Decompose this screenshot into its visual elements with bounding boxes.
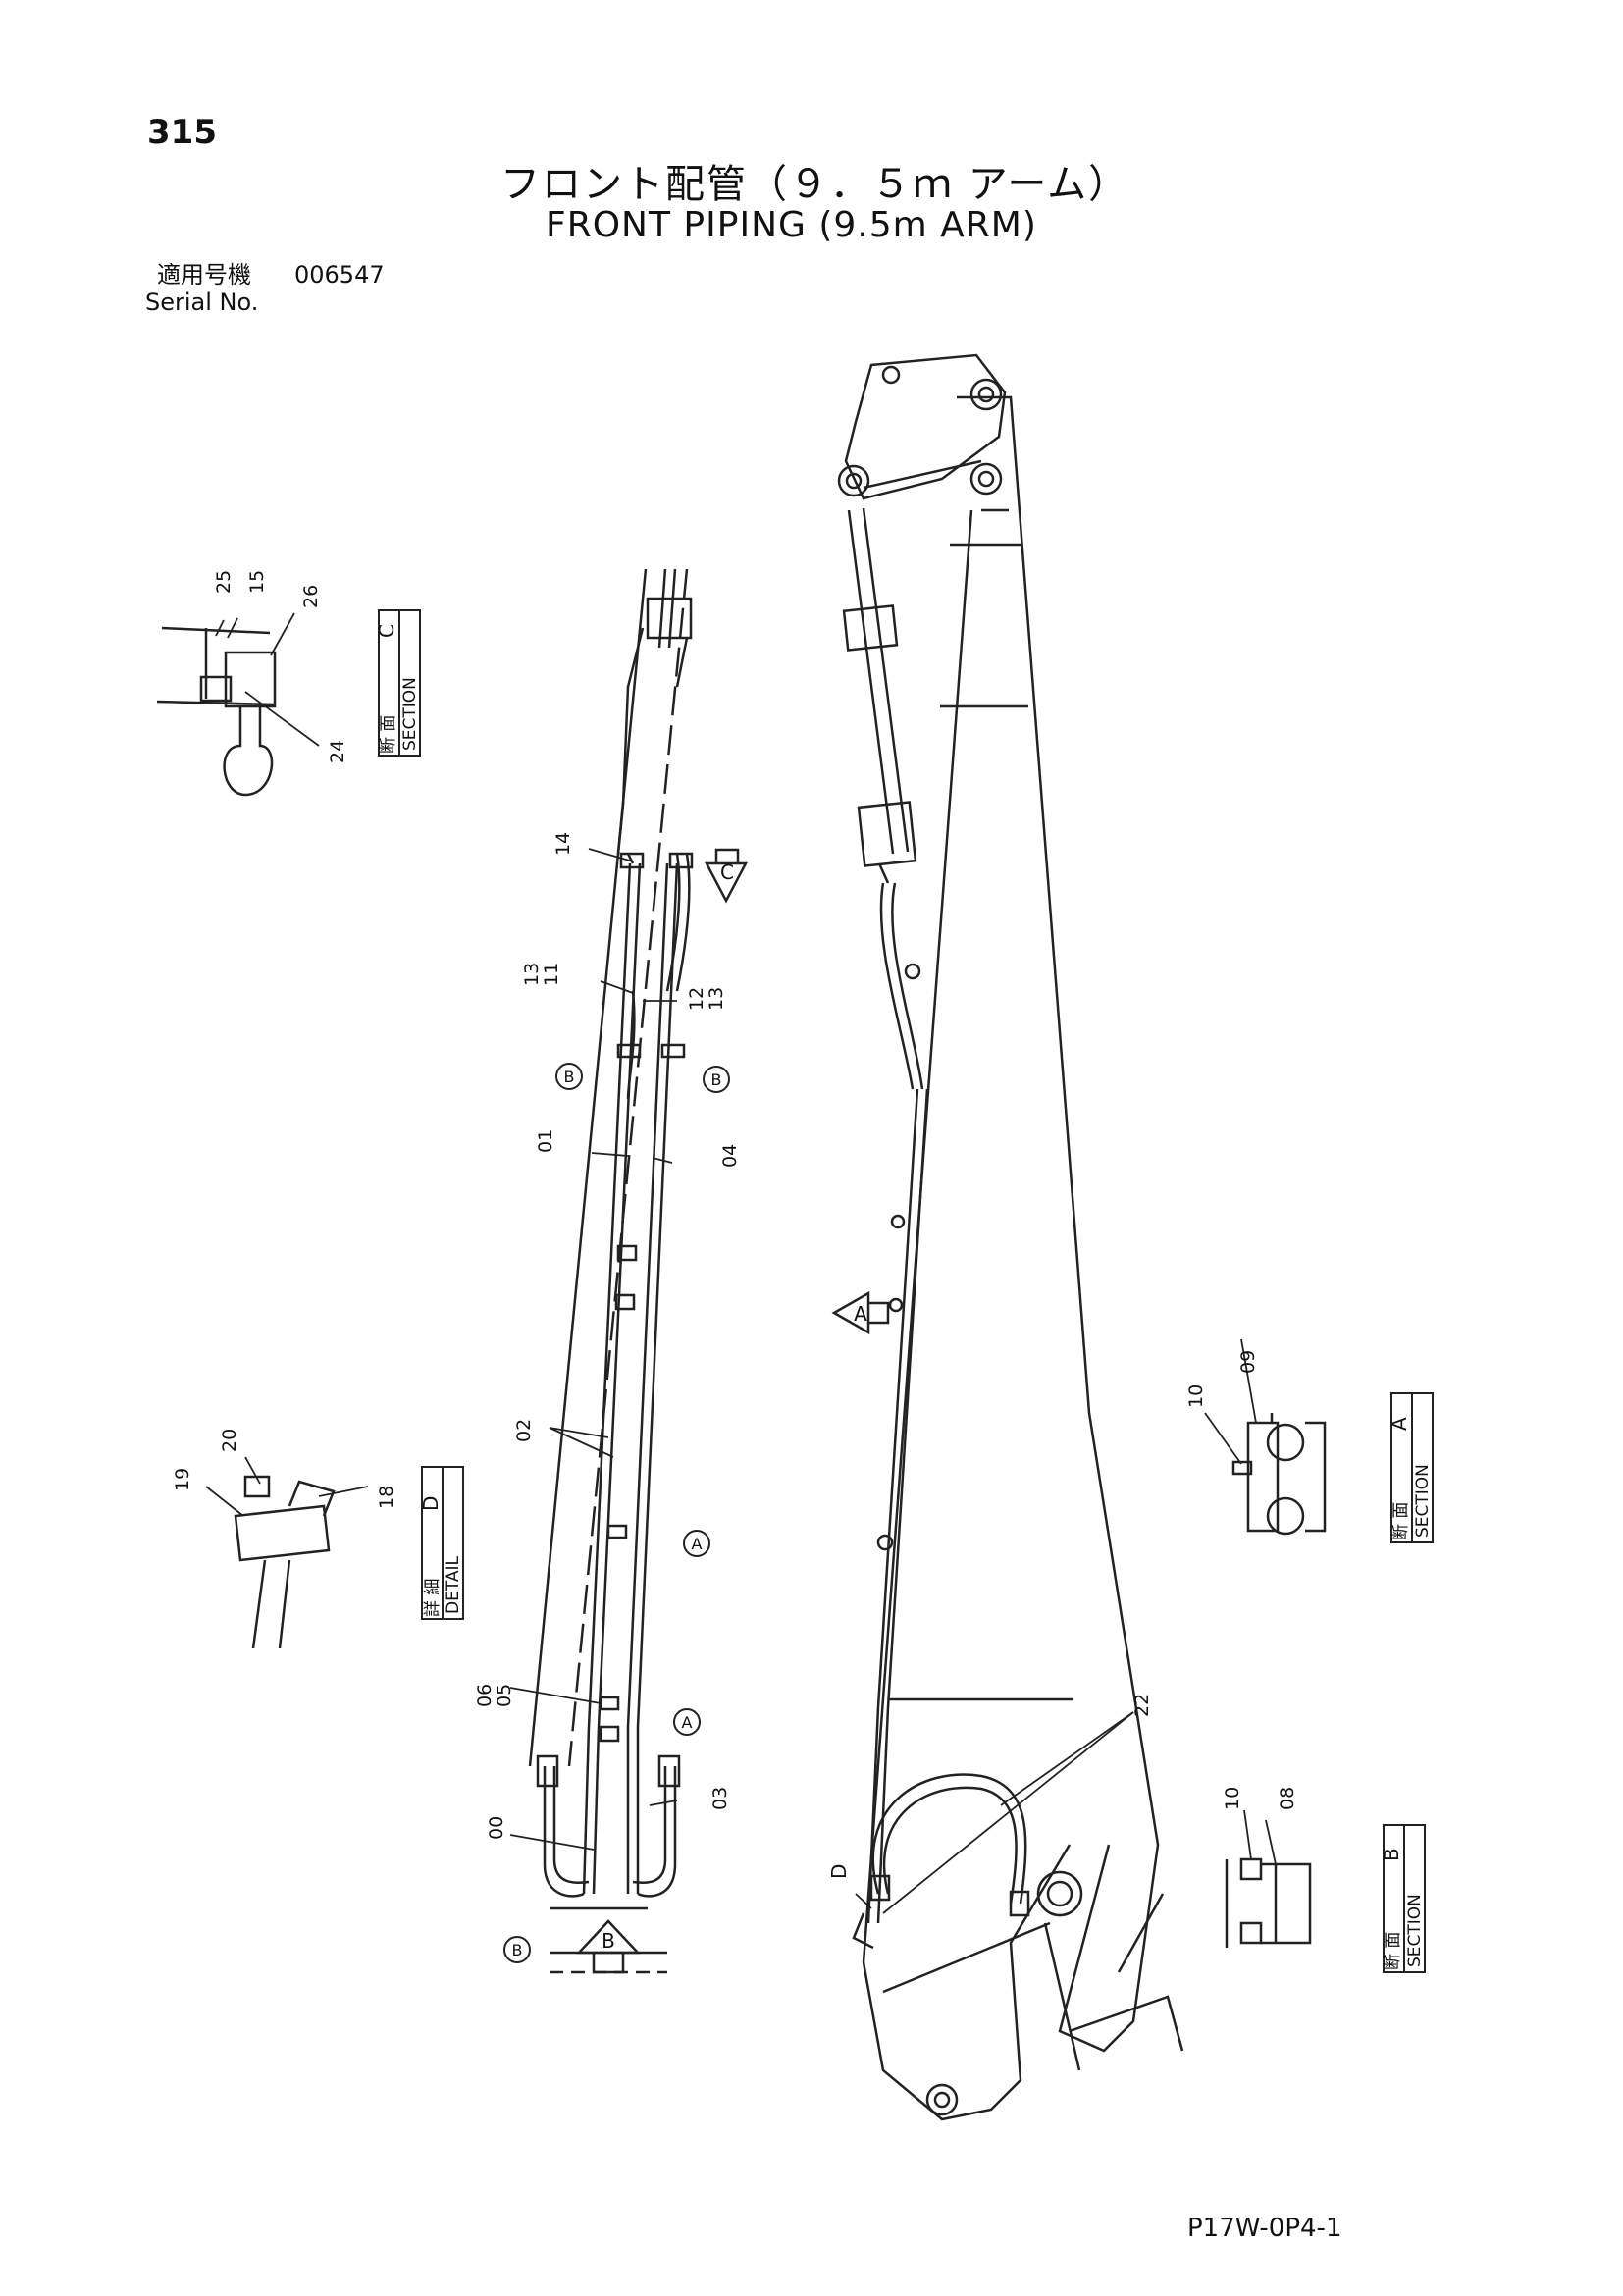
callout-18: 18 (376, 1486, 397, 1509)
callout-15: 15 (246, 570, 268, 594)
view-arrow-c-label: C (720, 861, 734, 884)
arm-foot-pin (1036, 1870, 1083, 1917)
view-arrow-b-label: B (602, 1929, 615, 1953)
ref-marker-b-upper-right-label: B (711, 1070, 722, 1089)
section-a-box-letter: A (1387, 1417, 1411, 1431)
view-arrow-a (831, 1290, 890, 1335)
detail-d-box-letter: D (419, 1496, 443, 1511)
section-b-box-en: SECTION (1405, 1894, 1425, 1967)
detail-d-box-en: DETAIL (444, 1555, 463, 1614)
page-title-japanese: フロント配管（９．５ｍ アーム） (500, 162, 1130, 207)
arm-bottom-pin (925, 2083, 959, 2116)
callout-04: 04 (719, 1144, 741, 1168)
section-c-box-en: SECTION (400, 677, 420, 751)
view-arrow-c (704, 848, 749, 904)
ref-marker-b-upper-left (555, 1063, 583, 1090)
callout-13-lower: 13 (706, 987, 727, 1011)
callout-06: 06 (474, 1684, 496, 1707)
callout-26: 26 (300, 585, 322, 608)
arm-body (837, 353, 1184, 2121)
hose-loop-22 (871, 1773, 1027, 1905)
ref-marker-a-middle-label: A (692, 1535, 703, 1553)
callout-13-upper: 13 (521, 963, 543, 986)
arm-link-pin-left (837, 464, 870, 497)
callout-view-d: D (827, 1864, 851, 1879)
section-b-box-letter: B (1380, 1848, 1403, 1861)
callout-14: 14 (552, 832, 574, 856)
ref-marker-b-lower (503, 1936, 531, 1963)
callout-24: 24 (327, 740, 348, 763)
callout-10-section-a: 10 (1185, 1384, 1207, 1408)
view-arrow-a-label: A (854, 1302, 867, 1326)
callout-03: 03 (709, 1787, 731, 1810)
serial-number-value: 006547 (294, 261, 385, 288)
ref-marker-b-upper-left-label: B (564, 1068, 575, 1086)
section-c-view (156, 626, 277, 797)
page-number: 315 (147, 113, 217, 152)
view-arrow-b (576, 1919, 641, 1974)
page-title-english: FRONT PIPING (9.5m ARM) (546, 205, 1037, 245)
callout-00: 00 (486, 1816, 507, 1840)
arm-top-pin (969, 378, 1003, 411)
section-a-box-en: SECTION (1413, 1464, 1433, 1538)
section-a-view (1231, 1413, 1327, 1536)
detail-d-view (234, 1475, 336, 1649)
callout-12: 12 (686, 987, 707, 1011)
callout-01: 01 (535, 1129, 556, 1153)
serial-label-english: Serial No. (145, 288, 259, 316)
serial-label-japanese: 適用号機 (157, 261, 251, 288)
section-b-box-jp: 断 面 (1384, 1932, 1403, 1970)
callout-25: 25 (213, 570, 235, 594)
callout-10-section-b: 10 (1222, 1787, 1243, 1810)
section-b-view (1225, 1857, 1312, 1948)
ref-marker-a-lower-label: A (682, 1713, 693, 1732)
section-c-box-letter: C (375, 624, 398, 638)
section-a-box-jp: 断 面 (1391, 1502, 1411, 1540)
arm-link-pin-right (969, 462, 1003, 496)
ref-marker-a-middle (683, 1530, 710, 1557)
callout-11: 11 (541, 963, 562, 986)
pipe-run (528, 568, 694, 1974)
callout-05: 05 (494, 1684, 515, 1707)
callout-08: 08 (1277, 1787, 1298, 1810)
callout-22: 22 (1131, 1694, 1153, 1717)
drawing-code: P17W-0P4-1 (1187, 2214, 1342, 2243)
detail-d-box-jp: 詳 細 (423, 1579, 443, 1617)
arm-cylinder (842, 507, 917, 884)
callout-02: 02 (513, 1419, 535, 1442)
ref-marker-b-lower-label: B (512, 1941, 523, 1959)
callout-19: 19 (172, 1468, 193, 1491)
section-c-box-jp: 断 面 (379, 715, 398, 754)
callout-20: 20 (219, 1429, 240, 1452)
callout-09: 09 (1237, 1350, 1259, 1374)
ref-marker-b-upper-right (703, 1066, 730, 1093)
ref-marker-a-lower (673, 1708, 701, 1736)
